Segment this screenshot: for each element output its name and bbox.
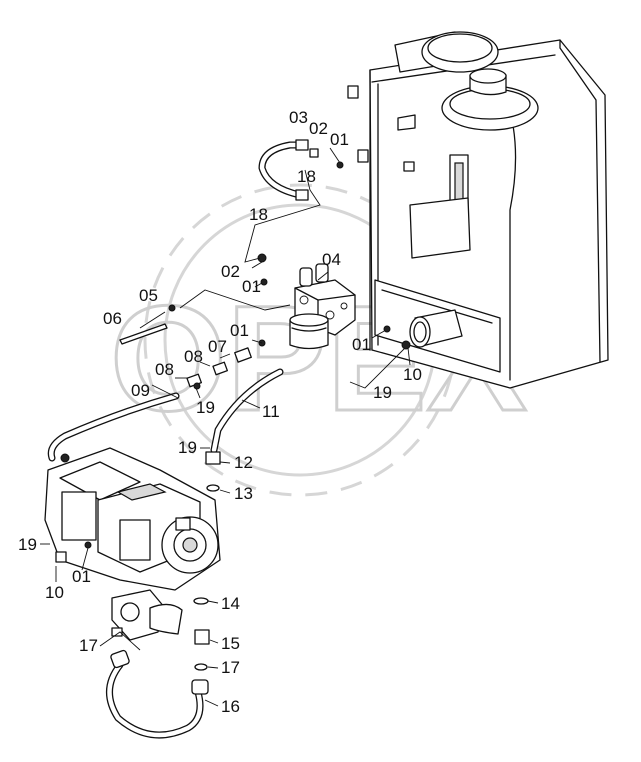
callout-17: 17 bbox=[79, 636, 98, 655]
hose-18-upper bbox=[258, 139, 319, 201]
callout-01: 01 bbox=[230, 321, 249, 340]
callout-02: 02 bbox=[309, 119, 328, 138]
callout-10: 10 bbox=[45, 583, 64, 602]
callout-labels: 03 02 01 18 18 04 02 01 05 06 01 07 01 0… bbox=[18, 108, 422, 716]
hose-09 bbox=[47, 392, 180, 462]
callout-01: 01 bbox=[72, 567, 91, 586]
callout-18: 18 bbox=[297, 167, 316, 186]
callout-09: 09 bbox=[131, 381, 150, 400]
callout-16: 16 bbox=[221, 697, 240, 716]
callout-18: 18 bbox=[249, 205, 268, 224]
callout-08: 08 bbox=[155, 360, 174, 379]
callout-03: 03 bbox=[289, 108, 308, 127]
fittings bbox=[119, 304, 266, 388]
callout-13: 13 bbox=[234, 484, 253, 503]
leader-lines bbox=[40, 147, 411, 707]
fittings-lower bbox=[193, 597, 210, 671]
callout-10: 10 bbox=[403, 365, 422, 384]
callout-01: 01 bbox=[330, 130, 349, 149]
callout-19: 19 bbox=[18, 535, 37, 554]
callout-19: 19 bbox=[196, 398, 215, 417]
callout-19: 19 bbox=[373, 383, 392, 402]
callout-17: 17 bbox=[221, 658, 240, 677]
tank-outlet-pipe bbox=[409, 309, 463, 348]
elbow-flange bbox=[111, 589, 183, 641]
callout-07: 07 bbox=[208, 337, 227, 356]
callout-02: 02 bbox=[221, 262, 240, 281]
hose-11 bbox=[205, 368, 284, 492]
callout-19: 19 bbox=[178, 438, 197, 457]
hydraulic-tank bbox=[347, 31, 609, 389]
callout-15: 15 bbox=[221, 634, 240, 653]
callout-01: 01 bbox=[242, 277, 261, 296]
hose-16 bbox=[106, 649, 209, 739]
hydraulic-pump bbox=[44, 447, 221, 591]
callout-06: 06 bbox=[103, 309, 122, 328]
callout-14: 14 bbox=[221, 594, 240, 613]
callout-01: 01 bbox=[352, 335, 371, 354]
callout-04: 04 bbox=[322, 250, 341, 269]
callout-08: 08 bbox=[184, 347, 203, 366]
callout-11: 11 bbox=[262, 402, 280, 421]
callout-05: 05 bbox=[139, 286, 158, 305]
callout-12: 12 bbox=[234, 453, 253, 472]
fastener-dots bbox=[193, 161, 411, 390]
filter-canister bbox=[289, 313, 329, 350]
